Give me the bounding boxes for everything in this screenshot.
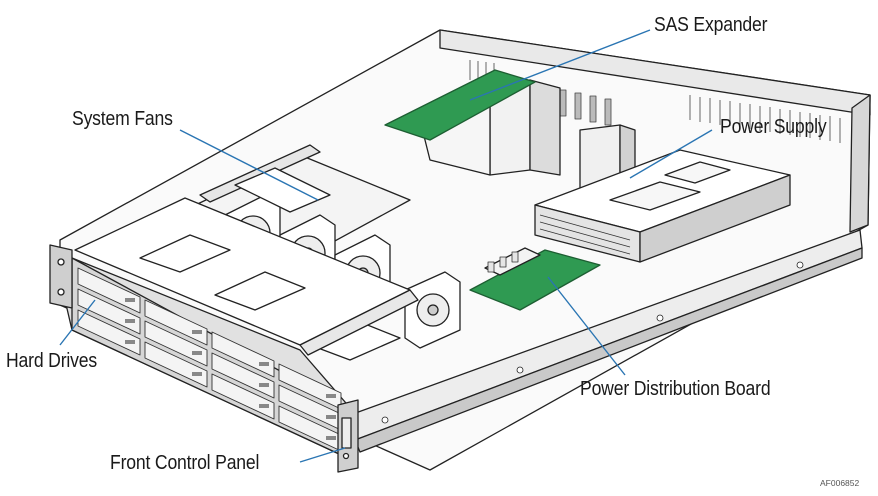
label-power-supply: Power Supply: [720, 116, 826, 139]
label-power-distribution-board: Power Distribution Board: [580, 378, 770, 401]
front-control-panel: [338, 400, 358, 472]
label-system-fans: System Fans: [72, 108, 173, 131]
label-sas-expander: SAS Expander: [654, 14, 767, 37]
left-rack-ear: [50, 245, 72, 308]
label-front-control-panel: Front Control Panel: [110, 452, 259, 475]
label-hard-drives: Hard Drives: [6, 350, 97, 373]
figure-id: AF006852: [820, 478, 859, 488]
